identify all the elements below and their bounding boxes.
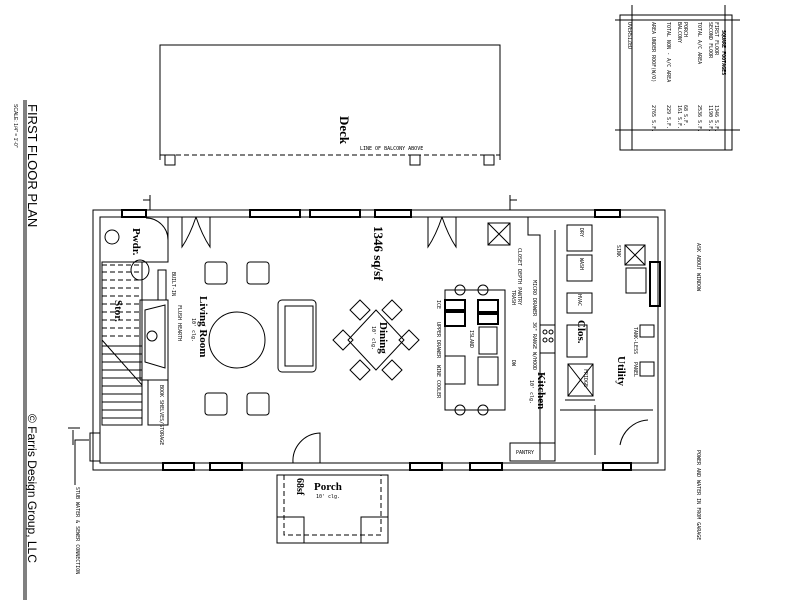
pantry-label: PANTRY (516, 450, 534, 456)
french-doors (181, 216, 457, 464)
sink-basin (130, 259, 150, 281)
table-value: 229 S.F. (665, 105, 671, 129)
deck-label: Deck (337, 116, 352, 145)
window-note: ASK ABOUT WINDOW (695, 243, 701, 292)
kitchen-counters: CLOSET DEPTH PANTRY MICRO DRAWER 36" RAN… (487, 217, 556, 462)
table-label: TOTAL A/C AREA (696, 22, 702, 64)
porch: Porch 10' clg. 68sf (276, 474, 389, 544)
table-label: BALCONY (676, 22, 682, 43)
stairs: Pwdr. Stor. (101, 217, 169, 426)
table-value: 1346 S.F. (713, 105, 719, 132)
fireplace: FLUSH HEARTH BUILT-IN BOOK SHELVES/STORA… (139, 269, 182, 445)
storage-label: Stor. (112, 300, 124, 322)
table-label: SECOND FLOOR (707, 22, 713, 59)
ice-label: ICE (435, 300, 441, 309)
table-label: TOTAL NON - A/C AREA (665, 22, 671, 82)
table-value: 2536 S.F. (696, 105, 702, 132)
porch-label: Porch (314, 481, 342, 493)
dining-clg-label: 10' clg. (370, 326, 376, 350)
dining-area: 1346 sq/sf Dining 10' clg. (332, 226, 420, 381)
front-door (292, 432, 321, 464)
copyright: © Farris Design Group, LLC (25, 414, 39, 563)
balcony-line-label: LINE OF BALCONY ABOVE (360, 146, 423, 152)
panel-label: PANEL (632, 362, 638, 377)
upper-label: UPPER DRAWER (435, 322, 441, 359)
scale-label: SCALE: 1/4" = 1'-0" (12, 104, 18, 148)
wine-label: WINE COOLER (435, 365, 441, 399)
main-area-label: 1346 sq/sf (371, 226, 386, 281)
hvac-label: HVAC (576, 294, 582, 306)
kitchen-label: Kitchen (535, 372, 547, 409)
utility-label: Utility (615, 356, 627, 386)
table-label: FIRST FLOOR (713, 22, 719, 56)
living-room-furniture: Living Room 10' clg. (190, 261, 317, 416)
dry-label: DRY (578, 228, 584, 237)
powder-label: Pwdr. (130, 228, 142, 256)
island-label: ISLAND (468, 330, 474, 348)
table-footer: OVERSIZED (626, 22, 632, 49)
porch-clg-label: 10' clg. (316, 494, 340, 500)
plan-title: FIRST FLOOR PLAN (25, 104, 40, 227)
range-label: 36" RANGE W/HOOD (531, 322, 537, 370)
table-value: 68 S.F. (682, 105, 688, 126)
fridge-box (567, 363, 594, 397)
tankless-label: TANK-LESS (632, 327, 638, 354)
closet-label: Clos. (575, 320, 587, 344)
table-value: 2765 S.F. (650, 105, 656, 132)
power-note: POWER AND WATER IN FROM GARAGE (695, 450, 701, 540)
living-clg-label: 10' clg. (190, 318, 196, 342)
trash-label: TRASH (510, 290, 516, 305)
table-value: 1190 S.F. (707, 105, 713, 132)
stub-note: STUB WATER & SEWER CONNECTION (74, 487, 80, 574)
book-label: BOOK SHELVES/STORAGE (158, 385, 164, 445)
porch-area: 68sf (294, 478, 305, 496)
exterior-walls (89, 209, 666, 471)
toilet (104, 229, 120, 245)
cabinet-label: CLOSET DEPTH PANTRY (516, 248, 522, 305)
table-label: AREA UNDER ROOF(W/O) (650, 22, 656, 82)
fridge-label: FRIDGE (582, 369, 588, 387)
deck: Deck LINE OF BALCONY ABOVE (143, 44, 517, 210)
living-room-label: Living Room (197, 296, 209, 357)
footage-table: SQUARE FOOTAGES FIRST FLOOR 1346 S.F. SE… (615, 5, 740, 151)
table-value: 161 S.F. (676, 105, 682, 129)
stub-leader (68, 427, 89, 485)
microwave-label: MICRO DRAWER (531, 280, 537, 317)
built-in-label: BUILT-IN (170, 272, 176, 296)
kitchen-island: ISLAND UPPER DRAWER ICE WINE COOLER TRAS… (435, 284, 516, 416)
dining-label: Dining (377, 322, 389, 354)
table-label: PORCH (682, 22, 688, 37)
wash-label: WASH (578, 258, 584, 270)
table-heading: SQUARE FOOTAGES (720, 30, 726, 75)
sink-label: SINK (615, 245, 621, 257)
utility-area: DRY WASH HVAC FRIDGE SINK TANK-LESS PANE… (560, 224, 655, 455)
dw-label: DW (510, 360, 516, 367)
fireplace-label: FLUSH HEARTH (176, 305, 182, 341)
kitchen-clg-label: 10' clg. (528, 380, 534, 404)
